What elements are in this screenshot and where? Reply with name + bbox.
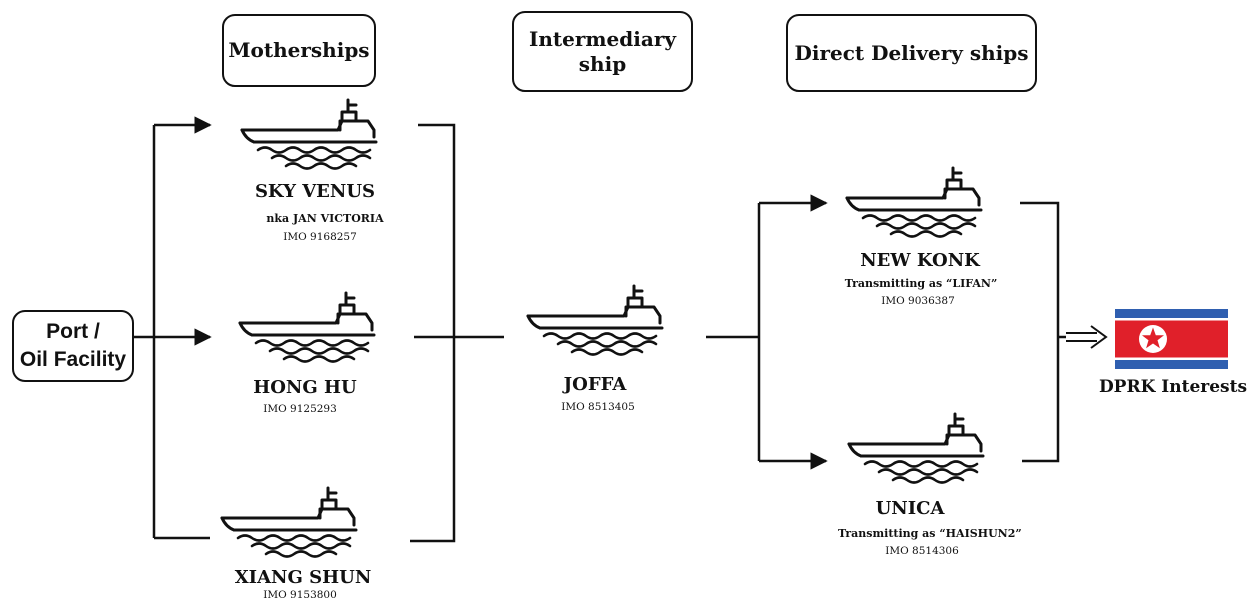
ship-name-new-konk: NEW KONK [860, 250, 980, 271]
ship-name-joffa: JOFFA [563, 374, 627, 395]
ship-alias-new-konk: Transmitting as “LIFAN” [844, 277, 998, 290]
destination-dprk-interests: DPRK Interests [1098, 377, 1248, 397]
ship-imo-xiang-shun: IMO 9153800 [263, 589, 337, 601]
motherships-bracket [410, 123, 456, 543]
source-port-oil-facility: Port / Oil Facility [12, 310, 134, 382]
ship-icon [845, 166, 983, 238]
ship-imo-sky-venus: IMO 9168257 [283, 231, 357, 243]
ship-name-unica: UNICA [875, 498, 945, 519]
ship-icon [238, 291, 376, 363]
ship-alias-unica: Transmitting as “HAISHUN2” [838, 527, 1022, 540]
north-korea-flag-icon [1115, 309, 1228, 369]
header-intermediary-ship: Intermediary ship [512, 11, 693, 92]
ship-imo-unica: IMO 8514306 [885, 545, 959, 557]
ship-alias-sky-venus: nka JAN VICTORIA [266, 212, 384, 225]
ship-icon [220, 486, 358, 558]
header-motherships: Motherships [222, 14, 376, 87]
ship-icon [847, 412, 985, 484]
ship-name-hong-hu: HONG HU [253, 377, 357, 398]
ship-icon [240, 98, 378, 170]
direct-bracket [1020, 201, 1060, 463]
ship-imo-new-konk: IMO 9036387 [881, 295, 955, 307]
ship-name-xiang-shun: XIANG SHUN [234, 567, 372, 588]
double-arrow-icon [1066, 325, 1108, 349]
ship-icon [526, 284, 664, 356]
ship-imo-hong-hu: IMO 9125293 [263, 403, 337, 415]
header-direct-delivery-ships: Direct Delivery ships [786, 14, 1037, 92]
ship-imo-joffa: IMO 8513405 [561, 401, 635, 413]
ship-name-sky-venus: SKY VENUS [254, 181, 376, 202]
